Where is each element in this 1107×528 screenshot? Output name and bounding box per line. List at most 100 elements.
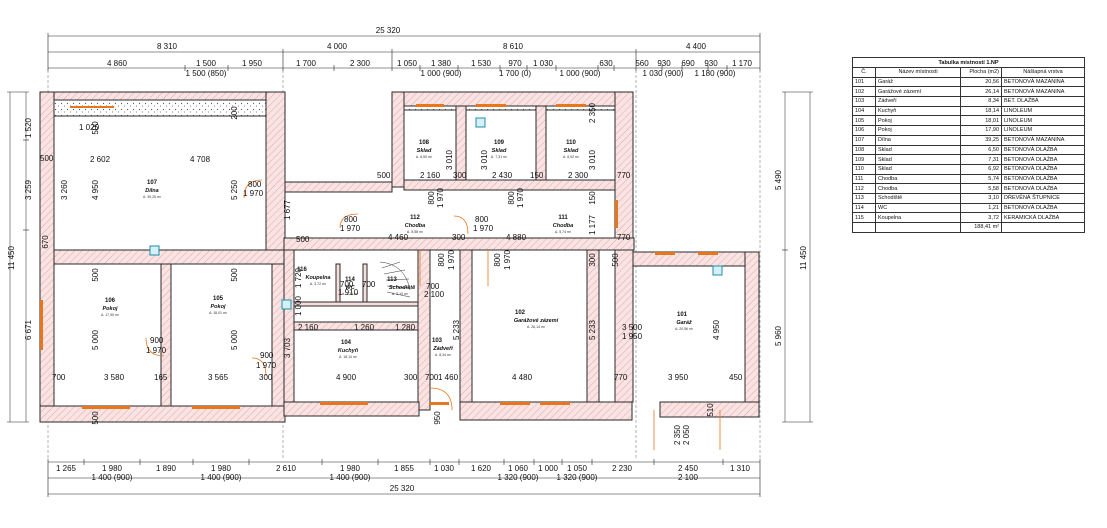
interior-dim: 5 233 xyxy=(452,319,461,340)
dim-top-row2: 1 030 xyxy=(533,59,554,68)
interior-dim: 3 580 xyxy=(104,373,125,382)
interior-dim: 1 910 xyxy=(338,288,359,297)
interior-dim: 4 460 xyxy=(388,233,409,242)
dim-bottom-row1: 1 050 xyxy=(567,464,588,473)
room-name: Kuchyň xyxy=(338,348,359,354)
dim-bottom-opening: 1 320 (900) xyxy=(498,473,539,482)
room-area: A. 26,14 m² xyxy=(527,325,546,329)
interior-dim: 3 260 xyxy=(60,179,69,200)
interior-dim: 1 970 xyxy=(473,224,494,233)
dim-top-3: 8 610 xyxy=(503,42,524,51)
interior-dim: 500 xyxy=(91,121,100,135)
interior-dim: 2 350 xyxy=(673,424,682,445)
room-number: 101 xyxy=(677,312,688,318)
room-area-cell: 26,14 xyxy=(960,86,1002,98)
room-number-cell: 111 xyxy=(852,173,876,185)
dimension-lines xyxy=(7,33,813,497)
room-area: A. 39,25 m² xyxy=(143,195,162,199)
room-area: A. 3,10 m² xyxy=(392,292,409,296)
dim-top-row2: 1 050 xyxy=(397,59,418,68)
interior-dim: 4 950 xyxy=(712,319,721,340)
dim-right-overall: 11 450 xyxy=(799,246,808,270)
room-area-cell: 20,56 xyxy=(960,76,1002,88)
interior-dim: 500 xyxy=(230,268,239,282)
room-number-cell: 112 xyxy=(852,183,876,194)
room-name-cell: Garáž xyxy=(875,76,961,88)
room-name: Zádveří xyxy=(432,346,454,352)
room-name-cell: Kuchyň xyxy=(875,105,961,117)
dim-bottom-row1: 2 610 xyxy=(276,464,297,473)
dim-bottom-row1: 1 310 xyxy=(730,464,751,473)
table-title: Tabulka místností 1.NP xyxy=(852,57,1085,68)
room-name: Schodiště xyxy=(389,285,415,291)
room-area: A. 20,56 m² xyxy=(675,327,694,331)
dim-top-overall: 25 320 xyxy=(376,26,401,35)
dim-left: 3 259 xyxy=(24,179,33,200)
interior-dim: 1 970 xyxy=(516,187,525,208)
room-name-cell: Chodba xyxy=(875,173,961,185)
room-number: 109 xyxy=(494,140,505,146)
room-area: A. 3,72 m² xyxy=(310,282,327,286)
dim-bottom-row1: 2 450 xyxy=(678,464,699,473)
room-107: 107 Dílna A. 39,25 m² xyxy=(143,180,162,199)
room-floor-cell: BETONOVÁ DLAŽBA xyxy=(1001,163,1085,175)
room-name: WC xyxy=(345,285,355,291)
dim-top-opening: 1 500 (850) xyxy=(186,69,227,78)
room-floor-cell: LINOLEUM xyxy=(1001,105,1085,117)
interior-dim: 1 970 xyxy=(146,346,167,355)
dim-top-row2: 630 xyxy=(599,59,613,68)
interior-dim: 800 xyxy=(493,253,502,267)
interior-dim: 5 233 xyxy=(588,319,597,340)
interior-dim: 1 970 xyxy=(447,249,456,270)
room-table: Tabulka místností 1.NP Č. Název místnost… xyxy=(852,57,1085,233)
interior-dim: 700 xyxy=(340,280,354,289)
dim-top-row2: 690 xyxy=(681,59,695,68)
room-floor-cell: LINOLEUM xyxy=(1001,125,1085,136)
interior-dim: 450 xyxy=(729,373,743,382)
room-number: 103 xyxy=(432,338,443,344)
table-total-row: 188,41 m² xyxy=(852,222,1085,233)
room-name: Chodba xyxy=(553,223,573,229)
interior-dim: 500 xyxy=(91,411,100,425)
interior-dim: 1 970 xyxy=(243,189,264,198)
room-109: 109 Sklad A. 7,31 m² xyxy=(491,140,508,159)
room-name-cell: Koupelna xyxy=(875,212,961,223)
room-area: A. 8,34 m² xyxy=(435,353,452,357)
interior-dim: 1 970 xyxy=(340,224,361,233)
room-number: 116 xyxy=(297,267,307,273)
walls xyxy=(39,91,760,423)
room-number-cell: 114 xyxy=(852,202,876,214)
table-empty-cell xyxy=(1001,222,1085,233)
dim-top-row2: 930 xyxy=(704,59,718,68)
room-area-cell: 18,01 xyxy=(960,115,1002,127)
room-name: Pokoj xyxy=(211,304,226,310)
room-area-cell: 3,72 xyxy=(960,212,1002,223)
table-header: Nášlapná vrstva xyxy=(1001,67,1085,78)
room-number-cell: 107 xyxy=(852,134,876,146)
table-empty-cell xyxy=(852,222,876,233)
room-number: 105 xyxy=(213,296,224,302)
interior-dim: 2 350 xyxy=(588,102,597,123)
dim-top-row2: 1 500 xyxy=(196,59,217,68)
room-floor-cell: BETONOVÁ DLAŽBA xyxy=(1001,202,1085,214)
room-111: 111 Chodba A. 5,74 m² xyxy=(553,215,573,234)
dim-top-row2: 2 300 xyxy=(350,59,371,68)
dim-top-opening: 1 700 (0) xyxy=(499,69,531,78)
room-name-cell: Sklad xyxy=(875,144,961,156)
interior-dim: 5 000 xyxy=(230,329,239,350)
interior-dim: 4 480 xyxy=(512,373,533,382)
room-floor-cell: BETONOVÁ MAZANINA xyxy=(1001,86,1085,98)
interior-dim: 700 xyxy=(52,373,66,382)
dim-top-opening: 1 000 (900) xyxy=(560,69,601,78)
room-116: 116 Koupelna A. 3,72 m² xyxy=(297,267,330,286)
interior-dim: 1 280 xyxy=(395,323,416,332)
room-number: 106 xyxy=(105,298,116,304)
room-name: Sklad xyxy=(564,148,579,154)
room-name: Garážové zázemí xyxy=(514,318,560,324)
